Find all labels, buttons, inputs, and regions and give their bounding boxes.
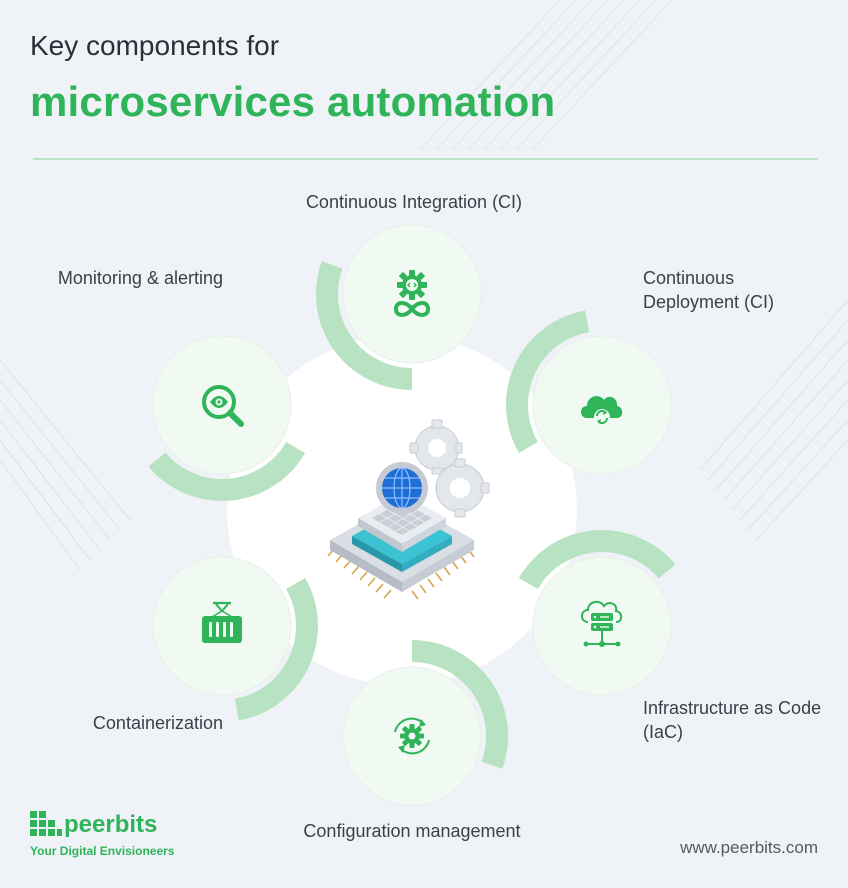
title-line-1: Key components for — [30, 30, 280, 61]
website-link[interactable]: www.peerbits.com — [680, 838, 818, 857]
ring-cont — [234, 578, 318, 721]
peerbits-logo-mark — [30, 811, 62, 836]
label-containerization: Containerization — [92, 713, 223, 733]
label-continuous-deployment: Continuous Deployment (CI) — [643, 268, 775, 312]
ring-mon — [148, 441, 306, 501]
label-infrastructure-as-code: Infrastructure as Code (IaC) — [643, 698, 822, 742]
chip-globe-gears-icon — [327, 419, 490, 600]
title-line-2: microservices automation — [30, 78, 556, 125]
ring-ci — [315, 261, 413, 390]
ring-cd — [506, 310, 590, 453]
ring-arcs — [148, 261, 676, 769]
decorative-lines-top — [419, 0, 673, 151]
component-nodes — [152, 224, 672, 806]
label-configuration-management: Configuration management — [303, 821, 521, 841]
ring-iac — [518, 530, 676, 590]
label-continuous-integration: Continuous Integration (CI) — [305, 192, 523, 212]
gear-infinity-icon — [393, 270, 431, 317]
ring-cfg — [411, 640, 509, 769]
gear-refresh-icon — [394, 717, 430, 755]
cloud-sync-icon — [581, 396, 623, 425]
brand-name: peerbits — [64, 811, 158, 838]
magnifier-eye-icon — [202, 385, 244, 427]
container-icon — [202, 601, 242, 643]
brand-tagline: Your Digital Envisioneers — [30, 844, 175, 858]
label-monitoring-alerting: Monitoring & alerting — [57, 268, 223, 288]
decorative-lines-right — [699, 299, 848, 541]
cloud-server-icon — [581, 600, 623, 647]
decorative-lines-left — [0, 359, 131, 571]
